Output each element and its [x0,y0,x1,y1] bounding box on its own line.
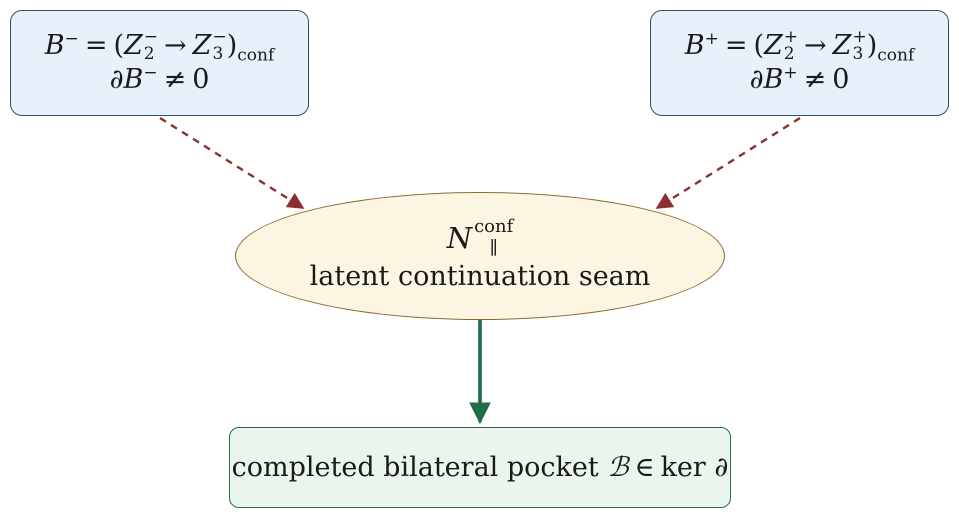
b-minus-boundary: ∂B−≠0 [109,63,210,96]
node-b-minus: B−=(Z−2→Z−3)conf ∂B−≠0 [10,10,309,116]
node-completed-pocket: completed bilateral pocket ℬ∈ker ∂ [229,427,731,508]
seam-symbol: N conf ∥ [446,216,514,259]
b-plus-definition: B+=(Z+2→Z+3)conf [684,27,915,66]
edge-left-to-seam [159,116,305,210]
node-continuation-seam: N conf ∥ latent continuation seam [235,192,725,320]
b-minus-definition: B−=(Z−2→Z−3)conf [44,27,275,66]
edge-right-to-seam [655,116,801,210]
seam-label: latent continuation seam [309,261,651,292]
b-plus-boundary: ∂B+≠0 [749,63,850,96]
node-b-plus: B+=(Z+2→Z+3)conf ∂B+≠0 [650,10,949,116]
pocket-label: completed bilateral pocket ℬ∈ker ∂ [231,451,729,483]
